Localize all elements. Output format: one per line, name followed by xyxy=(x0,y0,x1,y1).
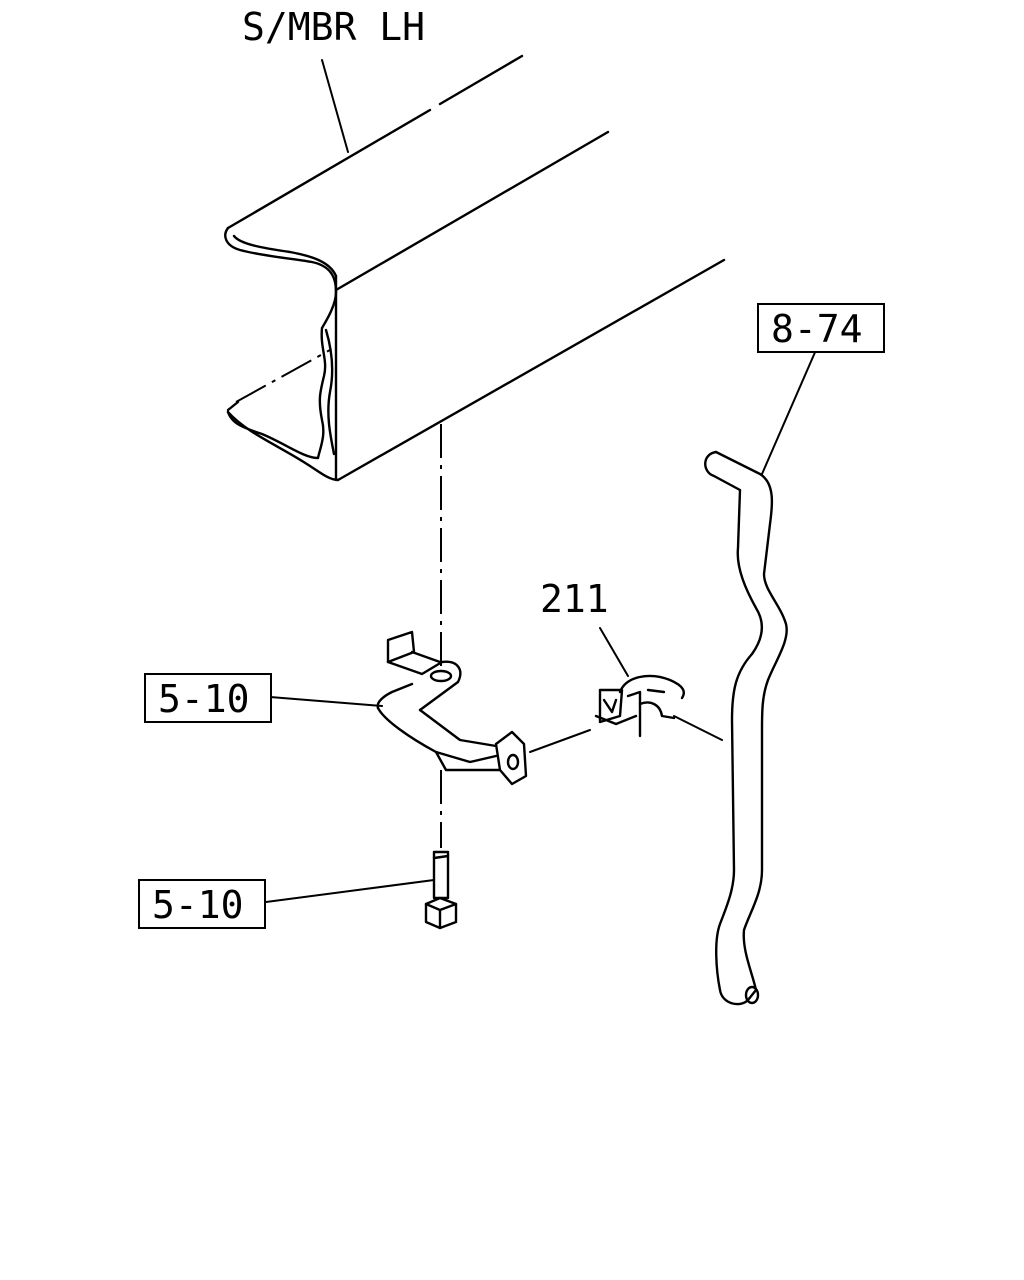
leader-clip-pipe xyxy=(673,715,723,741)
label-510-bracket: 5-10 xyxy=(158,677,250,721)
label-211: 211 xyxy=(540,577,609,621)
bolt xyxy=(424,850,458,930)
side-member xyxy=(224,54,726,482)
leader-510-bolt xyxy=(265,879,435,903)
leader-510-bracket xyxy=(269,696,383,707)
leader-clip-bracket xyxy=(529,729,591,753)
label-874: 8-74 xyxy=(771,307,863,351)
clip xyxy=(594,674,685,738)
leader-211 xyxy=(599,627,629,677)
leader-side-member xyxy=(321,59,349,153)
label-side-member: S/MBR LH xyxy=(242,5,425,49)
bracket xyxy=(376,630,528,786)
label-box-874 xyxy=(757,303,885,353)
label-box-510-bolt xyxy=(138,879,266,929)
leader-874 xyxy=(761,349,817,475)
pipe xyxy=(704,450,788,1006)
label-box-510-bracket xyxy=(144,673,272,723)
label-510-bolt: 5-10 xyxy=(152,883,244,927)
